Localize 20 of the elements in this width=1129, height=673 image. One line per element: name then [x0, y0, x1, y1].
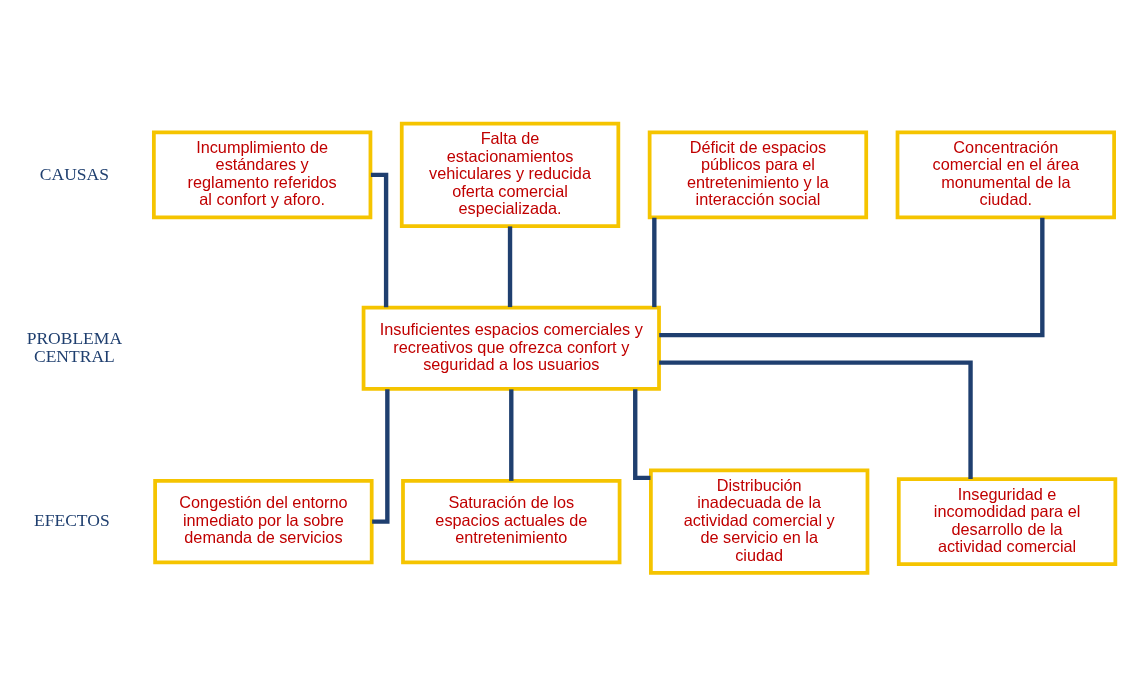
label: EFECTOS — [34, 509, 110, 530]
node-box: Falta de estacionamientos vehiculares y reducida oferta comercial especializada. — [399, 121, 621, 228]
node-box: Déficit de espacios públicos para el entretenimiento y la interacción social — [647, 129, 869, 219]
node-box: Congestión del entorno inmediato por la sobre demanda de servicios — [153, 478, 374, 564]
node-box: Distribución inadecuada de la actividad comercial y de servicio en la ciudad — [649, 467, 870, 575]
connector — [633, 388, 651, 480]
connector — [507, 225, 513, 307]
label: PROBLEMA CENTRAL — [26, 327, 123, 366]
connector — [659, 359, 973, 479]
connector — [509, 388, 514, 481]
connector — [659, 217, 1045, 337]
connector — [652, 217, 657, 307]
node-box: Insuficientes espacios comerciales y recreativos que ofrezca confort y seguridad a los usuarios — [361, 305, 661, 391]
node-box: Concentración comercial en el área monumental de la ciudad. — [895, 129, 1116, 219]
node-box: Inseguridad e incomodidad para el desarrollo de la actividad comercial — [896, 476, 1118, 566]
connector — [372, 388, 390, 524]
connector — [370, 172, 389, 307]
node-box: Saturación de los espacios actuales de entretenimiento — [401, 478, 622, 564]
node-box: Incumplimiento de estándares y reglamento referidos al confort y aforo. — [152, 129, 373, 219]
label: CAUSAS — [39, 163, 109, 183]
